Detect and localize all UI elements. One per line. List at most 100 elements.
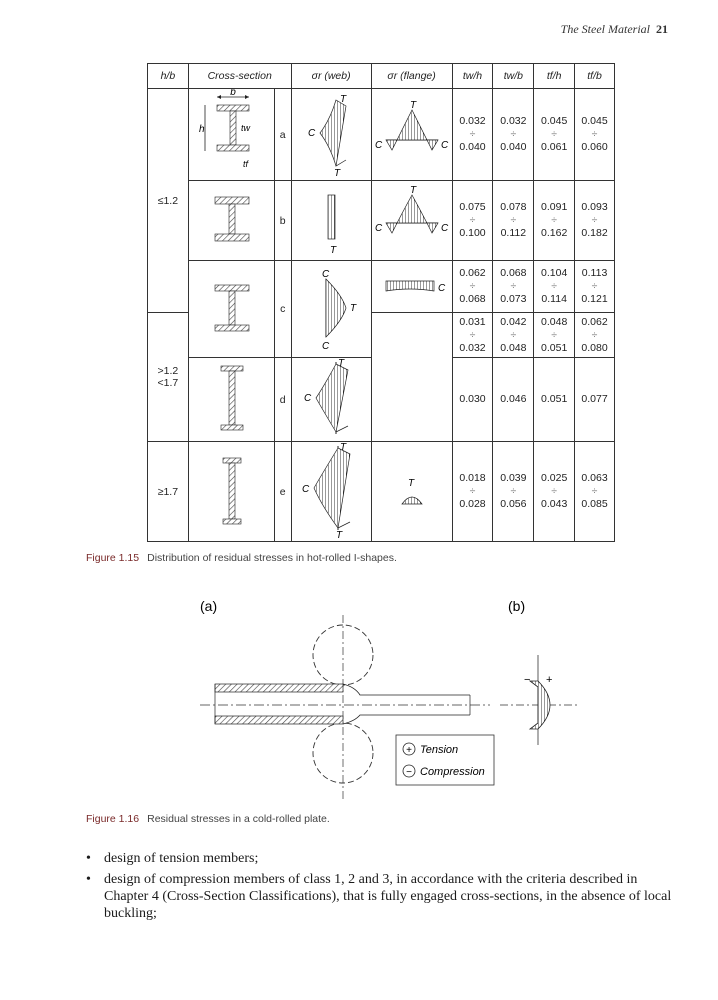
val-tw-b-e: 0.039÷0.056 <box>492 441 535 542</box>
svg-text:Tension: Tension <box>420 744 458 756</box>
flange-stress-b: T C C <box>370 180 453 261</box>
val-tw-b-c1: 0.068÷0.073 <box>492 260 535 313</box>
flange-stress-e: T <box>370 441 453 542</box>
val-tf-b-b: 0.093÷0.182 <box>574 180 615 261</box>
val-tw-b-b: 0.078÷0.112 <box>492 180 535 261</box>
row-letter-d: d <box>273 357 292 442</box>
col-header-web: σr (web) <box>290 63 372 89</box>
val-tf-h-d: 0.051 <box>533 357 576 442</box>
row-letter-a: a <box>273 88 292 181</box>
web-stress-c: C T C <box>290 260 372 358</box>
col-header-cross-section: Cross-section <box>187 63 292 89</box>
val-tf-b-e: 0.063÷0.085 <box>574 441 615 542</box>
figure-1-16: (a) (b) − + + Tension − Compression <box>190 595 590 805</box>
cross-section-d <box>187 357 275 442</box>
svg-text:T: T <box>350 303 357 314</box>
web-stress-a: T C T <box>290 88 372 181</box>
val-tf-b-d: 0.077 <box>574 357 615 442</box>
hb-cell-high: ≥1.7 <box>147 441 189 542</box>
col-header-tw-b: tw/b <box>492 63 535 89</box>
svg-text:Compression: Compression <box>420 766 485 778</box>
flange-stress-c: C <box>370 260 453 313</box>
running-header: The Steel Material 21 <box>561 22 668 37</box>
col-header-tf-h: tf/h <box>533 63 576 89</box>
val-tw-h-a: 0.032÷0.040 <box>451 88 494 181</box>
flange-stress-d <box>370 312 453 442</box>
svg-text:T: T <box>334 168 341 176</box>
svg-text:C: C <box>308 128 316 139</box>
i-section-diagram: b h tw tf <box>199 87 251 169</box>
table-row: ≥1.7 e T C T T 0.018÷0.028 0.039÷0.056 0.0… <box>147 441 615 542</box>
val-tw-b-a: 0.032÷0.040 <box>492 88 535 181</box>
svg-text:C: C <box>304 393 312 404</box>
header-title: The Steel Material <box>560 22 650 36</box>
val-tw-h-b: 0.075÷0.100 <box>451 180 494 261</box>
table-row: >1.2<1.7 0.031÷0.032 0.042÷0.048 0.048÷0… <box>147 312 615 442</box>
list-item: design of compression members of class 1… <box>86 871 676 922</box>
page-number: 21 <box>656 22 668 36</box>
svg-text:T: T <box>410 185 417 196</box>
val-tw-h-c2: 0.031÷0.032 <box>451 312 494 358</box>
hb-cell-low: ≤1.2 <box>147 88 189 313</box>
svg-text:T: T <box>410 100 417 111</box>
web-stress-e: T C T <box>290 441 372 542</box>
val-tf-b-c2: 0.062÷0.080 <box>574 312 615 358</box>
cross-section-a: b h tw tf <box>187 87 275 181</box>
val-tw-h-d: 0.030 <box>451 357 494 442</box>
svg-text:C: C <box>322 269 330 280</box>
val-tw-b-d: 0.046 <box>492 357 535 442</box>
residual-stress-table: h/b Cross-section σr (web) σr (flange) t… <box>147 63 615 542</box>
svg-text:T: T <box>408 478 415 489</box>
cross-section-b <box>187 180 275 261</box>
val-tf-h-a: 0.045÷0.061 <box>533 88 576 181</box>
val-tf-h-c2: 0.048÷0.051 <box>533 312 576 358</box>
svg-text:h: h <box>199 124 205 135</box>
svg-text:C: C <box>438 283 446 294</box>
col-header-tw-h: tw/h <box>451 63 494 89</box>
val-tw-h-e: 0.018÷0.028 <box>451 441 494 542</box>
list-item: design of tension members; <box>86 850 676 867</box>
cross-section-c <box>187 260 275 358</box>
svg-text:C: C <box>375 223 383 234</box>
val-tf-h-b: 0.091÷0.162 <box>533 180 576 261</box>
val-tf-h-c1: 0.104÷0.114 <box>533 260 576 313</box>
svg-text:C: C <box>302 484 310 495</box>
cold-rolled-plate-diagram: (a) (b) − + + Tension − Compression <box>200 598 580 800</box>
table-row: c C T C C 0.062÷0.068 0.068÷0.073 0.104÷0.… <box>148 260 615 358</box>
col-header-tf-b: tf/b <box>574 63 615 89</box>
svg-text:+: + <box>406 745 412 756</box>
svg-text:−: − <box>524 674 530 686</box>
svg-text:T: T <box>338 358 345 369</box>
svg-text:C: C <box>441 140 449 151</box>
col-header-flange: σr (flange) <box>370 63 453 89</box>
hb-cell-mid: >1.2<1.7 <box>147 312 189 442</box>
svg-text:(b): (b) <box>508 598 525 614</box>
svg-text:(a): (a) <box>200 598 217 614</box>
row-letter-b: b <box>273 180 292 261</box>
svg-text:T: T <box>336 530 343 538</box>
row-letter-e: e <box>273 441 292 542</box>
web-stress-b: T <box>290 180 372 261</box>
val-tw-b-c2: 0.042÷0.048 <box>492 312 535 358</box>
val-tf-h-e: 0.025÷0.043 <box>533 441 576 542</box>
svg-text:tf: tf <box>243 159 250 169</box>
svg-text:T: T <box>340 442 347 453</box>
svg-text:T: T <box>340 94 347 105</box>
row-letter-c: c <box>273 260 292 358</box>
bullet-list: design of tension members; design of com… <box>86 850 676 926</box>
svg-text:C: C <box>375 140 383 151</box>
svg-text:tw: tw <box>241 123 251 133</box>
cross-section-e <box>187 441 275 542</box>
svg-text:C: C <box>322 341 330 351</box>
table-header-row: h/b Cross-section σr (web) σr (flange) t… <box>147 63 615 89</box>
svg-text:−: − <box>406 767 412 778</box>
svg-text:C: C <box>441 223 449 234</box>
val-tw-h-c1: 0.062÷0.068 <box>451 260 494 313</box>
val-tf-b-c1: 0.113÷0.121 <box>574 260 615 313</box>
